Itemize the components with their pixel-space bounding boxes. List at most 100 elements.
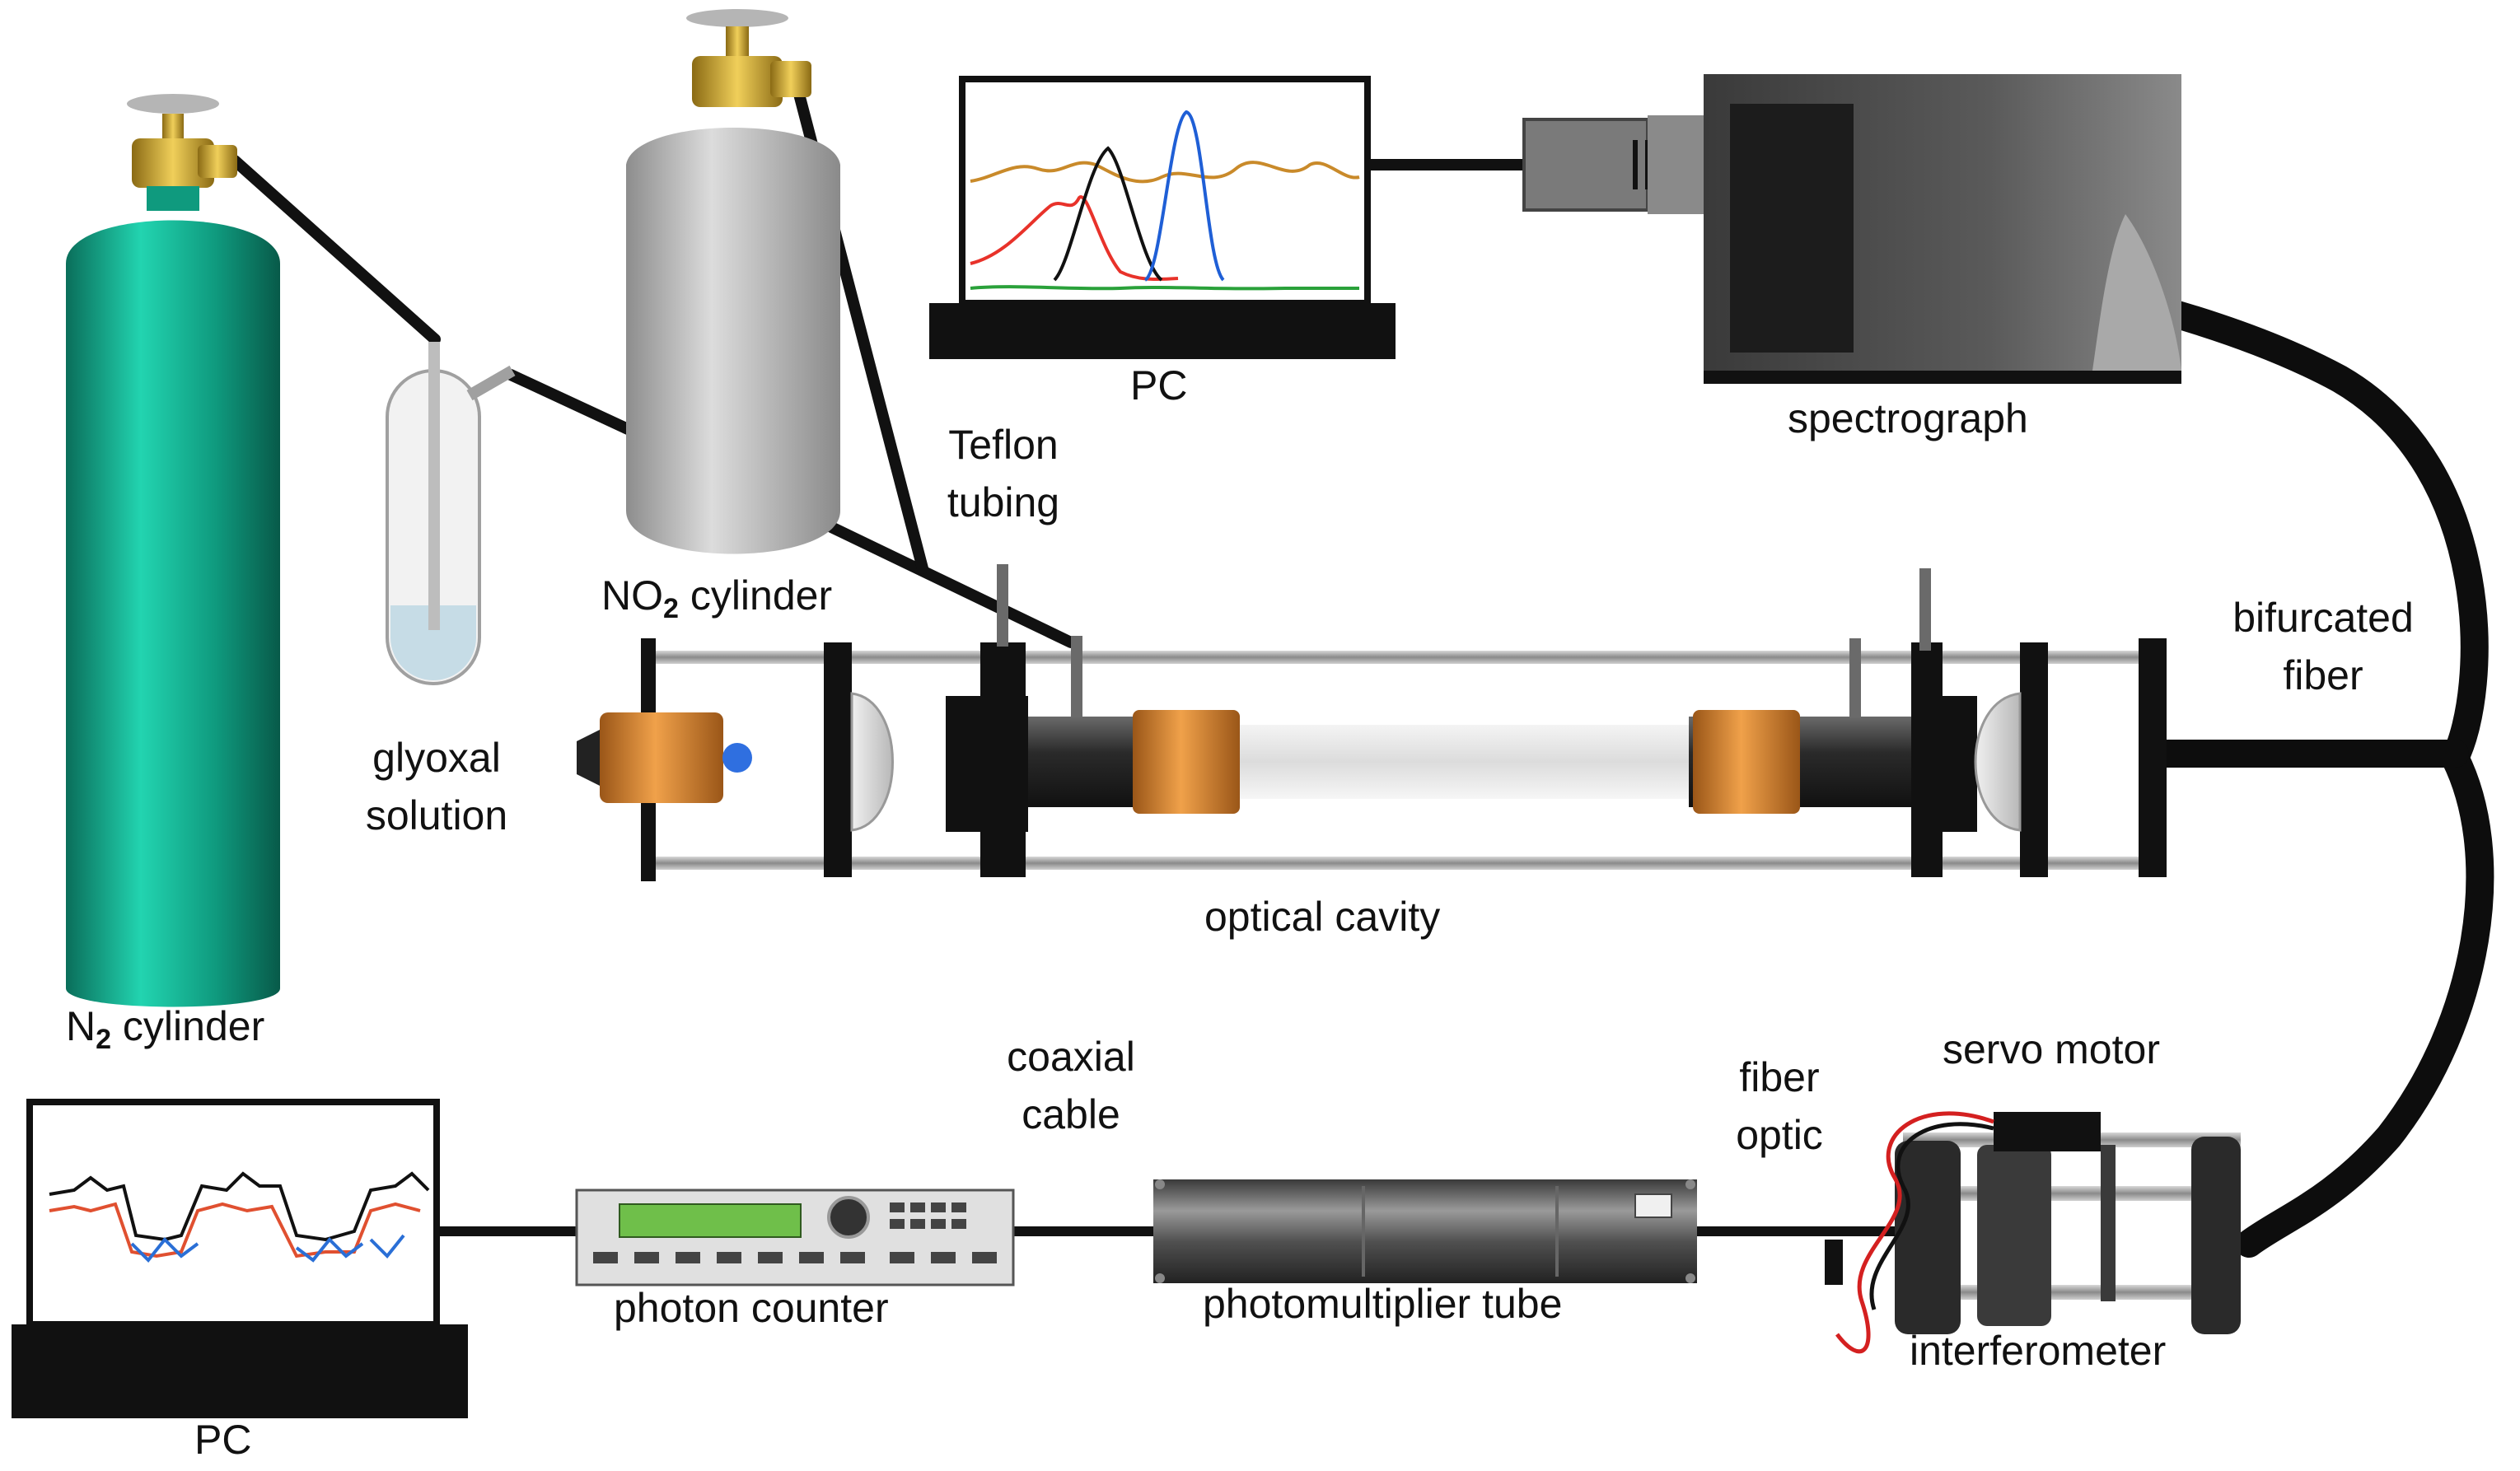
- pc-top-label: PC: [1130, 362, 1188, 409]
- vial-side-arm: [466, 365, 516, 401]
- pc-top-base: [929, 303, 1396, 359]
- teflon-label-line1: Teflon: [948, 422, 1059, 468]
- pc-bottom-traces: [49, 1171, 430, 1263]
- glyoxal-to-no2-tube: [505, 369, 632, 434]
- glyoxal-label-line1: glyoxal: [372, 735, 501, 781]
- bifurcated-label-line1: bifurcated: [2232, 595, 2414, 641]
- n2-valve-body: [132, 138, 214, 188]
- servo-motor-label: servo motor: [1943, 1026, 2160, 1072]
- interferometer-mirror: [2101, 1145, 2116, 1301]
- cavity-left-post: [997, 564, 1008, 647]
- n2-label-subscript: 2: [96, 1024, 112, 1055]
- photomultiplier-tube: [1153, 1179, 1697, 1283]
- n2-cylinder-neck: [147, 186, 199, 211]
- spectrograph: [1522, 74, 2181, 384]
- pc-top: [929, 76, 1396, 359]
- n2-to-glyoxal-tube: [229, 155, 441, 345]
- fiber-mount-plate: [2139, 638, 2167, 877]
- no2-cylinder: [626, 9, 840, 554]
- no2-cylinder-label: NO2 cylinder: [601, 572, 833, 624]
- led-emitter: [722, 743, 752, 773]
- left-lens: [850, 692, 894, 832]
- bifurcated-fiber-label: bifurcated fiber: [2208, 595, 2438, 699]
- no2-valve-outlet: [770, 61, 811, 97]
- fiber-connector: [1825, 1240, 1843, 1285]
- pc-bottom-monitor: [26, 1099, 440, 1328]
- n2-label-prefix: N: [66, 1003, 96, 1049]
- spectrum-black: [1053, 146, 1163, 282]
- vial-dip-tube: [428, 342, 440, 630]
- interferometer-label: interferometer: [1910, 1328, 2167, 1374]
- photon-counter: [575, 1188, 1015, 1287]
- photon-counter-display: [619, 1203, 802, 1238]
- pmt-screw-icon: [1155, 1179, 1165, 1189]
- pc-top-spectra: [970, 110, 1360, 291]
- pmt-body: [1153, 1179, 1697, 1283]
- pmt-screw-icon: [1685, 1273, 1695, 1283]
- fiber-optic-label-line2: optic: [1736, 1111, 1823, 1158]
- camera-adapter: [1648, 115, 1704, 214]
- photomultiplier-tube-label: photomultiplier tube: [1203, 1281, 1563, 1327]
- spectrograph-base: [1704, 371, 2181, 384]
- coaxial-label-line1: coaxial: [1007, 1034, 1135, 1080]
- photon-counter-keypad: [593, 1202, 997, 1263]
- right-lens: [1974, 692, 2022, 832]
- fiber-optic-label: fiber optic: [1697, 1054, 1862, 1159]
- no2-label-prefix: NO: [601, 572, 663, 619]
- trace-blue: [130, 1234, 405, 1263]
- no2-valve-body: [692, 56, 783, 107]
- interferometer-inner-plate: [1977, 1145, 2051, 1326]
- no2-valve-stem: [726, 26, 749, 59]
- led-housing: [600, 712, 723, 803]
- bifurcated-label-line2: fiber: [2283, 651, 2363, 698]
- cavity-right-coupler: [1693, 710, 1800, 814]
- teflon-label-line2: tubing: [947, 479, 1060, 525]
- n2-valve-handwheel: [127, 94, 219, 114]
- interferometer-right-plate: [2191, 1137, 2241, 1334]
- cavity-inlet-port: [1071, 636, 1082, 717]
- no2-label-subscript: 2: [663, 593, 679, 624]
- trace-black: [49, 1171, 430, 1242]
- no2-label-suffix: cylinder: [678, 572, 833, 619]
- pmt-screw-icon: [1155, 1273, 1165, 1283]
- spectrograph-label: spectrograph: [1788, 395, 2028, 441]
- fiber-branch-lower: [2235, 744, 2494, 1258]
- servo-wire-black: [1869, 1122, 1994, 1310]
- n2-cylinder: [66, 94, 280, 1007]
- pmt-screw-icon: [1685, 1179, 1695, 1189]
- photon-counter-knob: [827, 1196, 870, 1239]
- pc-bottom-label: PC: [194, 1417, 252, 1463]
- spectrum-red: [970, 195, 1179, 282]
- vial-solution: [390, 605, 476, 680]
- trace-red: [49, 1202, 421, 1259]
- servo-wire-red: [1835, 1111, 1994, 1354]
- spectrograph-port: [1730, 104, 1854, 353]
- photon-counter-label: photon counter: [614, 1285, 889, 1331]
- coaxial-cable-label: coaxial cable: [972, 1034, 1170, 1138]
- no2-valve-handwheel: [686, 9, 788, 27]
- n2-cylinder-label: N2 cylinder: [66, 1003, 264, 1055]
- cavity-left-coupler: [1133, 710, 1240, 814]
- no2-cylinder-body: [626, 128, 840, 554]
- fiber-optic-label-line1: fiber: [1739, 1054, 1820, 1100]
- pmt-label-plate: [1634, 1193, 1672, 1218]
- optical-cavity: [641, 564, 2167, 881]
- pc-top-monitor: [959, 76, 1371, 306]
- cavity-right-plate: [1911, 642, 1943, 877]
- spectrum-orange: [970, 161, 1360, 184]
- glyoxal-label-line2: solution: [365, 792, 508, 838]
- optical-cavity-label: optical cavity: [1204, 894, 1441, 940]
- interferometer: [1825, 1111, 2241, 1354]
- left-lens-mount: [824, 642, 852, 877]
- n2-cylinder-body: [66, 220, 280, 1007]
- spectrum-green: [970, 285, 1359, 291]
- cavity-outlet-port: [1849, 638, 1861, 717]
- interferometer-left-plate: [1895, 1141, 1961, 1334]
- glyoxal-vial: [386, 342, 516, 685]
- led-source: [577, 712, 752, 803]
- cavity-left-plate: [980, 642, 1026, 877]
- teflon-tubing-label: Teflon tubing: [921, 422, 1086, 526]
- cavity-right-post: [1919, 568, 1931, 651]
- cavity-glass-tube: [1227, 725, 1689, 799]
